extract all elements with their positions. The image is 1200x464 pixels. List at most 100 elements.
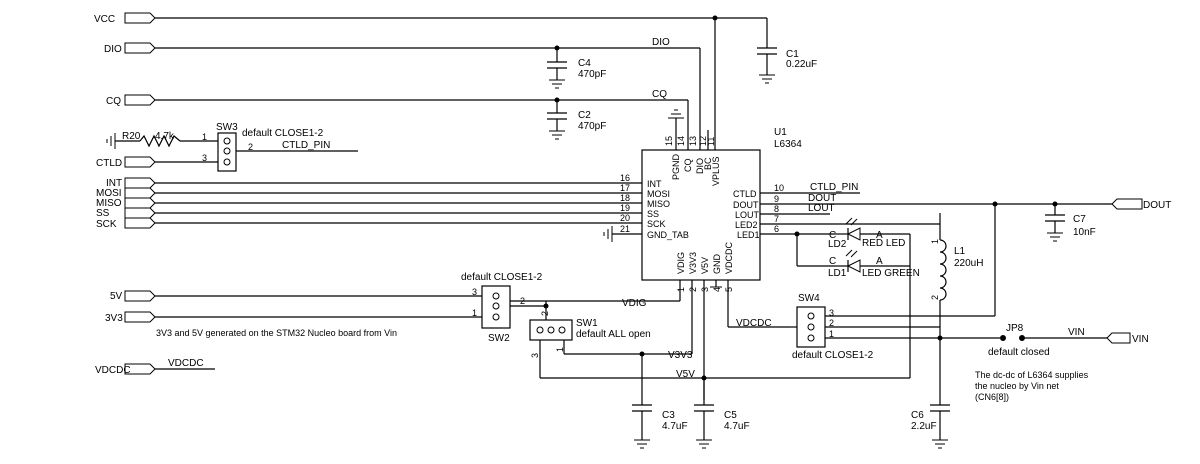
u1-pin-num: 10 (774, 183, 784, 193)
switch-sw4: SW4 default CLOSE1-2 3 2 1 (790, 293, 874, 361)
u1-pin-num: 5 (724, 287, 734, 292)
sw1-note: default ALL open (576, 329, 651, 340)
net-labels: DIO CQ CTLD_PIN CTLD_PIN DOUT LOUT VDIG … (168, 37, 1085, 380)
port-dio-label: DIO (104, 44, 122, 55)
cap-c3-value: 4.7uF (662, 421, 688, 432)
u1-pin-name: LED2 (735, 220, 758, 230)
u1-pin-num: 15 (664, 136, 674, 146)
u1-pin-name: V5V (700, 257, 710, 274)
port-sck-label: SCK (96, 219, 117, 230)
sw3-pin: 1 (202, 132, 207, 142)
sw4-pin: 3 (829, 308, 834, 318)
u1-pin-name: LED1 (737, 230, 760, 240)
u1-pin-num: 6 (774, 224, 779, 234)
u1-pin-name: CQ (683, 159, 693, 173)
u1-pin-name: DOUT (733, 200, 759, 210)
cap-c1: C1 0.22uF (757, 47, 817, 84)
ld1-cathode-label: C (829, 256, 836, 267)
cap-c7-value: 10nF (1073, 227, 1096, 238)
sw3-pin: 2 (248, 142, 253, 152)
sw1-ref: SW1 (576, 318, 598, 329)
port-vin: VIN (1106, 332, 1149, 345)
sw1-pin: 1 (555, 347, 565, 352)
cap-c3: C3 4.7uF (632, 404, 688, 449)
ground-pgnd (668, 109, 684, 119)
u1-pin-num: 14 (676, 136, 686, 146)
port-cq-label: CQ (106, 96, 121, 107)
u1-pin-name: SS (647, 209, 659, 219)
u1-pin-num: 18 (620, 193, 630, 203)
l1-ref: L1 (954, 246, 966, 257)
port-vcc: VCC (94, 12, 156, 25)
net-label-vin: VIN (1068, 327, 1085, 338)
ld1-label: LED GREEN (862, 268, 920, 279)
u1-pin-num: 4 (712, 287, 722, 292)
cap-c5-value: 4.7uF (724, 421, 750, 432)
jumper-jp8: JP8 default closed (988, 323, 1050, 358)
jp8-ref: JP8 (1006, 323, 1024, 334)
note-dcdc-line1: The dc-dc of L6364 supplies (975, 370, 1089, 380)
port-3v3: 3V3 (105, 311, 156, 324)
ld1-anode-label: A (876, 256, 883, 267)
u1-pin-num: 9 (774, 194, 779, 204)
sw3-pin: 3 (202, 153, 207, 163)
l1-value: 220uH (954, 258, 983, 269)
u1-chip: U1 L6364 16 INT 17 MOSI 18 MISO 19 SS 20… (620, 127, 802, 292)
cap-c2-ref: C2 (578, 110, 591, 121)
cap-c4: C4 470pF (547, 58, 606, 89)
note-dcdc-line3: (CN6[8]) (975, 392, 1009, 402)
cap-c2-value: 470pF (578, 121, 606, 132)
u1-value: L6364 (774, 139, 802, 150)
notes: 3V3 and 5V generated on the STM32 Nucleo… (156, 328, 1089, 402)
cap-c3-ref: C3 (662, 410, 675, 421)
l1-pin: 2 (930, 295, 940, 300)
port-cq: CQ (106, 94, 156, 107)
u1-pin-name: LOUT (735, 210, 760, 220)
u1-pin-name: VDIG (676, 252, 686, 274)
ld2-anode-label: A (876, 230, 883, 241)
u1-pin-num: 21 (620, 224, 630, 234)
sw4-pin: 2 (829, 318, 834, 328)
port-vcc-label: VCC (94, 14, 115, 25)
ld1-ref: LD1 (828, 268, 847, 279)
net-label-ctld-pin-2: CTLD_PIN (810, 182, 858, 193)
u1-pin-num: 20 (620, 213, 630, 223)
u1-pin-num: 17 (620, 183, 630, 193)
u1-pin-name: VPLUS (711, 156, 721, 186)
u1-pin-name: BC (703, 157, 713, 170)
u1-pin-num: 16 (620, 173, 630, 183)
u1-pin-num: 11 (706, 137, 716, 146)
ld2-cathode-label: C (829, 230, 836, 241)
switch-sw1: SW1 default ALL open 3 2 1 (529, 311, 651, 358)
u1-pin-name: CTLD (733, 189, 757, 199)
port-int: INT (106, 177, 156, 189)
u1-pin-num: 19 (620, 203, 630, 213)
net-label-v3v3: V3V3 (668, 350, 693, 361)
led-ld2: C A LD2 RED LED (828, 217, 905, 250)
net-label-dout: DOUT (808, 193, 836, 204)
net-label-vdcdc: VDCDC (736, 318, 772, 329)
r20-value: 4.7k (155, 131, 175, 142)
sw4-note: default CLOSE1-2 (792, 350, 874, 361)
u1-pin-name: MISO (647, 199, 670, 209)
net-label-vdig: VDIG (622, 298, 647, 309)
port-ctld: CTLD (96, 156, 156, 169)
net-label-cq: CQ (652, 89, 667, 100)
port-dio: DIO (104, 42, 156, 55)
port-sck: SCK (96, 217, 156, 230)
u1-pin-name: GND_TAB (647, 230, 689, 240)
cap-c6-value: 2.2uF (911, 421, 937, 432)
resistor-r20: R20 4.7k (122, 131, 181, 148)
u1-pin-name: INT (647, 179, 662, 189)
u1-pin-name: GND (712, 254, 722, 275)
sw2-pin: 3 (472, 287, 477, 297)
net-label-dio: DIO (652, 37, 670, 48)
sw1-pin: 3 (530, 353, 540, 358)
switch-sw3: SW3 default CLOSE1-2 1 2 3 (202, 122, 324, 172)
ld2-ref: LD2 (828, 239, 847, 250)
cap-c6-ref: C6 (911, 410, 924, 421)
u1-pin-num: 1 (676, 287, 686, 292)
u1-pin-name: SCK (647, 219, 666, 229)
sw4-pin: 1 (829, 329, 834, 339)
